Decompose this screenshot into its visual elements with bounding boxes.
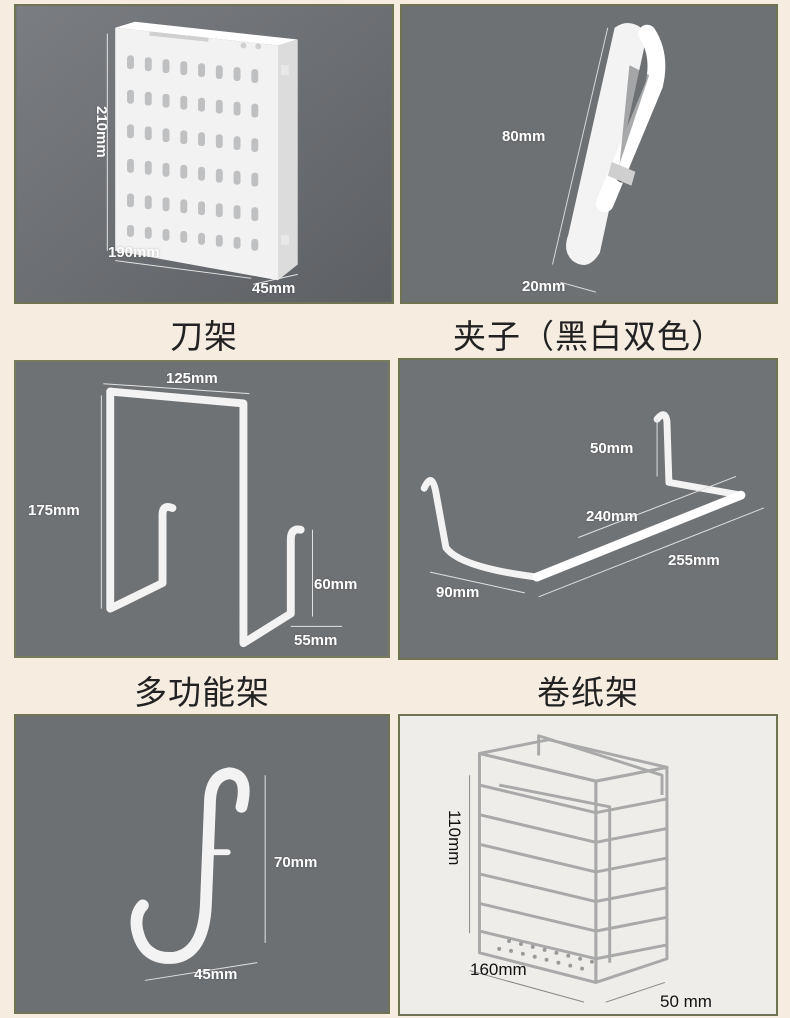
panel-knife-holder: 210mm 190mm 45mm: [14, 4, 394, 304]
panel-multi-rack: 125mm 175mm 60mm 55mm: [14, 360, 390, 658]
multi-rack-icon: [16, 362, 388, 656]
clip-icon: [402, 6, 776, 302]
dim-depth: 50 mm: [660, 992, 712, 1011]
dim-width: 45mm: [194, 966, 238, 983]
caption-paper-roll-holder: 卷纸架: [537, 673, 639, 712]
caption-multi-rack: 多功能架: [134, 673, 270, 712]
dim-inner-width: 240mm: [586, 508, 638, 525]
dim-hook-depth: 55mm: [294, 632, 338, 649]
dim-height: 110mm: [445, 810, 464, 866]
panel-hook: 70mm 45mm: [14, 714, 390, 1014]
knife-holder-icon: [16, 6, 392, 302]
dim-hook-height: 50mm: [590, 440, 634, 457]
dim-height: 70mm: [274, 854, 318, 871]
dim-length: 80mm: [502, 128, 546, 145]
hook-icon: [16, 716, 388, 1012]
panel-clip: 80mm 20mm: [400, 4, 778, 304]
paper-roll-holder-icon: [400, 360, 776, 658]
dim-depth: 45mm: [252, 280, 296, 297]
dim-outer-width: 255mm: [668, 552, 720, 569]
dim-height: 210mm: [93, 106, 110, 158]
panel-wire-basket: 110mm 160mm 50 mm: [398, 714, 778, 1016]
dim-width: 190mm: [108, 244, 160, 261]
dim-width: 160mm: [470, 960, 527, 979]
panel-paper-roll-holder: 50mm 240mm 255mm 90mm: [398, 358, 778, 660]
dim-width: 125mm: [166, 370, 218, 387]
caption-clip: 夹子（黑白双色）: [453, 317, 725, 356]
caption-knife-holder: 刀架: [170, 317, 238, 356]
dim-height: 175mm: [28, 502, 80, 519]
dim-depth: 90mm: [436, 584, 480, 601]
wire-basket-icon: [400, 716, 776, 1014]
dim-hook-height: 60mm: [314, 576, 358, 593]
dim-width: 20mm: [522, 278, 566, 295]
